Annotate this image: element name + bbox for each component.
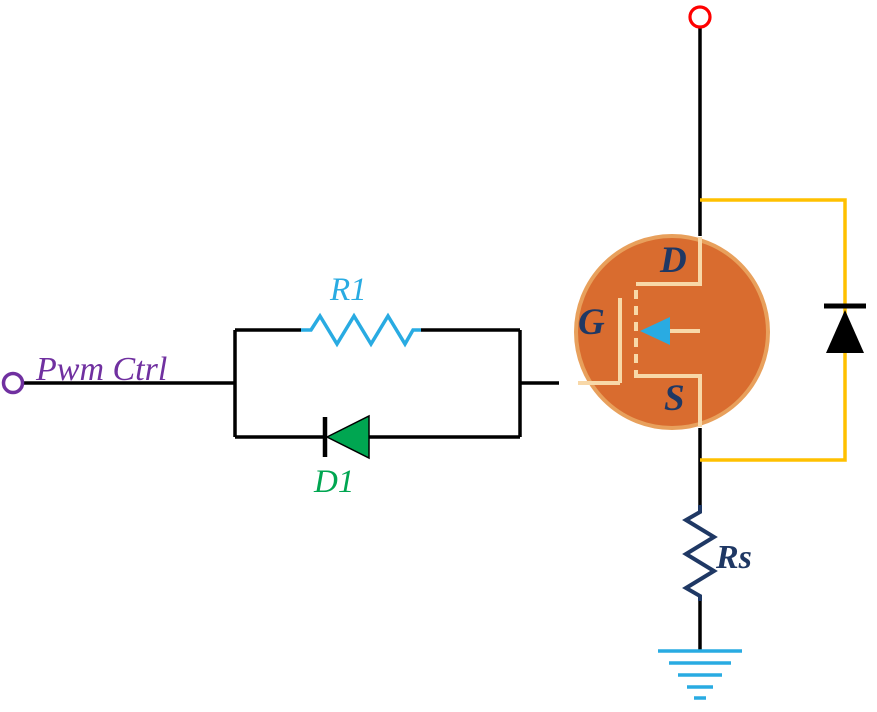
mosfet-bulk-arrow-icon [640,317,670,345]
supply-terminal [688,5,712,29]
rs-label: Rs [715,539,752,576]
gate-label: G [578,302,605,343]
mosfet-symbol [578,237,702,427]
mosfet-source-lead [636,374,702,427]
r1-resistor [301,312,421,348]
d1-diode [325,414,370,460]
pwm-input-terminal [1,371,25,395]
drain-label: D [659,240,687,281]
ground-symbol [658,649,742,700]
d1-label: D1 [313,464,354,500]
r1-label: R1 [329,272,367,308]
rs-resistor [682,505,718,601]
mosfet-drain-lead [636,237,702,286]
body-diode [826,310,864,353]
pwm-label: Pwm Ctrl [35,351,167,388]
source-label: S [664,378,685,419]
